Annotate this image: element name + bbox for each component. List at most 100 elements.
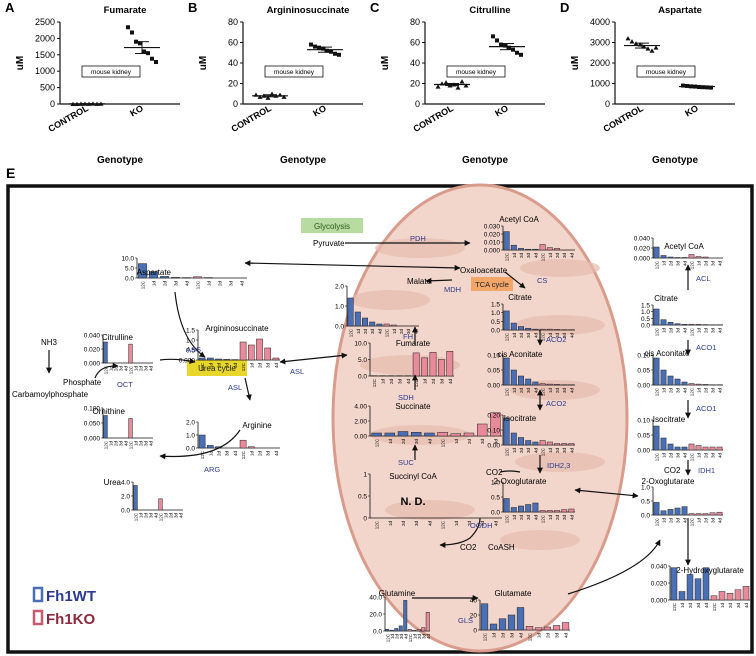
x-tick-label: 3d xyxy=(266,363,271,369)
x-tick-label: 4d xyxy=(533,388,538,394)
y-tick-label: 0 xyxy=(233,99,238,109)
x-tick-label: 3d xyxy=(119,366,124,372)
y-tick-label: 10.0 xyxy=(354,341,367,348)
bar-ko xyxy=(490,412,501,437)
x-tick-label: 4d xyxy=(533,448,538,454)
chart-title: Argininosuccinate xyxy=(205,324,269,333)
x-tick-label: 2d xyxy=(467,439,472,445)
bar-wt xyxy=(667,256,674,259)
y-tick-label: 0.040 xyxy=(634,236,651,243)
bar-wt xyxy=(678,591,686,601)
x-tick-label: 2d xyxy=(399,329,404,335)
x-tick-label: 2d xyxy=(258,363,263,369)
y-tick-label: 2.00 xyxy=(354,419,367,426)
bar-ko xyxy=(568,508,575,513)
bar-ko xyxy=(702,384,709,386)
bar-wt xyxy=(653,308,660,326)
x-tick-label: 12C xyxy=(159,512,164,521)
data-point xyxy=(491,34,495,39)
bar-wt xyxy=(674,323,681,326)
bar-wt xyxy=(653,425,660,451)
x-tick-label: 3d xyxy=(676,328,681,334)
bar-ko xyxy=(716,446,723,451)
chart-title: 2-Oxoglutarate xyxy=(494,477,547,486)
x-tick-label: 12C xyxy=(375,520,380,529)
y-tick-label: 0.0 xyxy=(335,324,344,331)
x-tick-label: 4d xyxy=(149,366,154,372)
bar-ko xyxy=(412,352,420,377)
x-tick-label: 12C xyxy=(655,260,660,269)
x-tick-label: 3d xyxy=(414,439,419,445)
bar-wt xyxy=(667,509,674,516)
y-tick-label: 80 xyxy=(410,17,420,27)
bar-ko xyxy=(561,509,568,513)
bar-ko xyxy=(546,510,553,513)
x-tick-label: 12C xyxy=(200,362,205,371)
bar-wt xyxy=(503,498,510,513)
x-tick-label: 4d xyxy=(569,448,574,454)
x-tick-label: 1d xyxy=(109,441,114,447)
x-tick-label: 2d xyxy=(728,603,733,609)
bar-ko xyxy=(718,591,726,601)
x-tick-label: 4d xyxy=(744,603,749,609)
x-tick-label: 3d xyxy=(711,518,716,524)
x-tick-label: 2d xyxy=(417,634,422,640)
pathway-arrows xyxy=(46,240,691,601)
bar-ko xyxy=(421,627,426,632)
x-tick-label: 12C xyxy=(372,378,377,387)
bar-wt xyxy=(532,381,539,386)
x-tick-label: 12C xyxy=(241,450,246,459)
bar-wt xyxy=(694,578,702,601)
bar-ko xyxy=(702,256,709,259)
x-tick-label: 12C xyxy=(505,447,510,456)
bar-ko xyxy=(688,513,695,516)
legend: Fh1WT Fh1KO xyxy=(32,586,96,628)
x-tick-label: 4d xyxy=(704,603,709,609)
idh23-enzyme-label: IDH2,3 xyxy=(547,461,570,470)
x-tick-label: 3d xyxy=(406,329,411,335)
x-tick-label: 3d xyxy=(421,634,426,640)
bar-ko xyxy=(247,344,255,361)
bar-ko xyxy=(554,329,560,331)
data-point xyxy=(653,45,659,50)
legend-swatch-ko xyxy=(32,609,44,626)
bar-ko xyxy=(193,276,202,279)
bar-wt xyxy=(198,434,206,449)
y-tick-label: 0.00 xyxy=(637,448,650,455)
x-tick-label: 4d xyxy=(274,363,279,369)
x-tick-label: 3d xyxy=(174,281,179,287)
bar-wt xyxy=(149,271,158,279)
x-tick-label: 1d xyxy=(388,521,393,527)
panel-letter-e: E xyxy=(6,165,15,181)
bar-ko xyxy=(407,629,412,632)
bar-ko xyxy=(561,622,570,631)
x-tick-label: 2d xyxy=(144,513,149,519)
bar-ko xyxy=(702,513,709,516)
data-point xyxy=(325,48,329,53)
x-tick-label: 4d xyxy=(233,451,238,457)
x-tick-label: 1d xyxy=(662,328,667,334)
x-tick-label: 1d xyxy=(662,261,667,267)
x-axis-label: Genotype xyxy=(462,155,509,166)
bar-wt xyxy=(532,328,539,331)
x-tick-label: 1d xyxy=(388,439,393,445)
bar-ko xyxy=(554,443,560,446)
data-point xyxy=(150,56,154,61)
x-tick-label: 2d xyxy=(114,441,119,447)
x-tick-label: 12C xyxy=(134,512,139,521)
bar-wt xyxy=(403,600,408,632)
x-tick-label: 4d xyxy=(427,439,432,445)
x-tick-label: 1d xyxy=(512,253,517,259)
data-point xyxy=(515,50,519,55)
x-tick-label: 12C xyxy=(385,633,390,642)
y-tick-label: 40 xyxy=(470,598,478,605)
x-tick-label: 12C xyxy=(655,327,660,336)
y-tick-label: 0.020 xyxy=(634,246,651,253)
note-box xyxy=(446,65,506,78)
data-point xyxy=(503,43,507,48)
data-point xyxy=(705,85,709,90)
bar-ko xyxy=(561,443,568,446)
x-tick-label: 3d xyxy=(266,451,271,457)
x-tick-label: 3d xyxy=(414,521,419,527)
